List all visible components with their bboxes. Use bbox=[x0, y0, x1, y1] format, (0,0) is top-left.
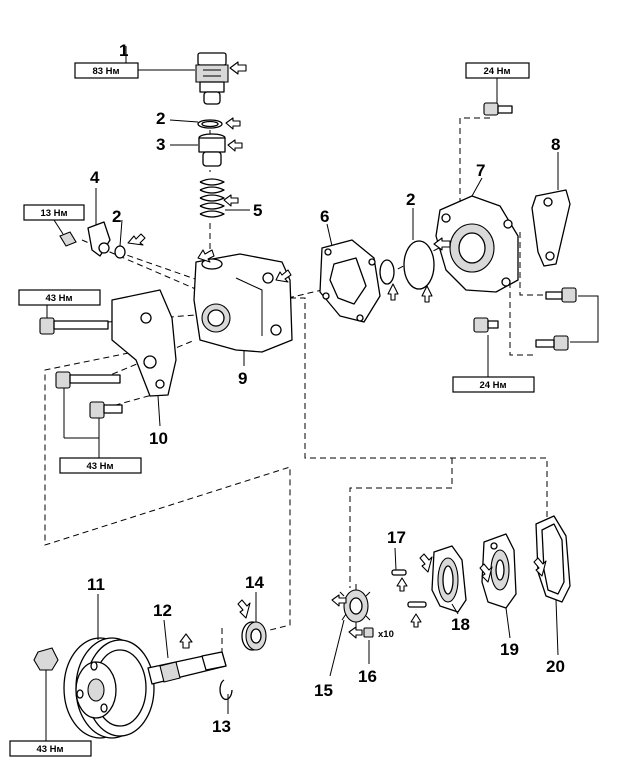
drive-shaft bbox=[147, 651, 227, 685]
flow-control-valve bbox=[198, 133, 226, 167]
callout-17: 17 bbox=[387, 528, 406, 547]
callout-2-fitting-ring: 2 bbox=[112, 207, 121, 226]
arrow-icon bbox=[419, 553, 433, 573]
snap-ring bbox=[219, 679, 233, 701]
callout-14: 14 bbox=[245, 573, 264, 592]
torque-label-valve: 83 Нм bbox=[92, 66, 119, 77]
callout-2-valve-ring: 2 bbox=[156, 109, 165, 128]
arrow-icon bbox=[225, 117, 241, 130]
body-gasket bbox=[319, 239, 381, 323]
arrow-icon bbox=[331, 594, 347, 607]
callout-leaders bbox=[95, 46, 559, 714]
torque-label-pulley-nut: 43 Нм bbox=[36, 744, 63, 755]
arrow-icon bbox=[229, 61, 247, 75]
pulley-nut bbox=[33, 647, 59, 671]
torque-box-housing-bolts: 24 Нм bbox=[452, 335, 535, 393]
arrow-icon bbox=[197, 249, 215, 263]
arrow-icon bbox=[237, 599, 251, 619]
callout-4: 4 bbox=[90, 168, 100, 187]
arrow-icon bbox=[421, 285, 433, 303]
cover-bolt-lower bbox=[535, 335, 569, 351]
long-bolt bbox=[39, 317, 109, 335]
cover-top-bolt bbox=[483, 102, 513, 116]
pump-body bbox=[193, 253, 293, 353]
pressure-fitting bbox=[59, 221, 111, 257]
vane bbox=[363, 627, 374, 638]
callout-8: 8 bbox=[551, 135, 560, 154]
callout-5: 5 bbox=[253, 201, 262, 220]
bolt-bracket-line bbox=[570, 295, 599, 343]
vane-quantity: x10 bbox=[378, 629, 394, 640]
arrow-icon bbox=[227, 139, 243, 152]
callout-10: 10 bbox=[149, 429, 168, 448]
cover-bolt-upper bbox=[545, 287, 577, 303]
bracket-bolt-short bbox=[89, 401, 123, 419]
arrow-icon bbox=[410, 613, 422, 628]
mounting-bracket bbox=[111, 289, 177, 397]
callout-13: 13 bbox=[212, 717, 231, 736]
o-ring-large bbox=[403, 240, 435, 290]
callout-18: 18 bbox=[451, 615, 470, 634]
arrow-icon bbox=[533, 557, 547, 577]
arrow-icon bbox=[387, 283, 399, 301]
pulley bbox=[63, 637, 155, 739]
arrow-icon bbox=[275, 269, 292, 283]
plate-gasket bbox=[535, 515, 571, 603]
arrow-icon bbox=[127, 233, 146, 246]
torque-box-pulley-nut: 43 Нм bbox=[9, 668, 92, 757]
callout-1: 1 bbox=[119, 41, 128, 60]
torque-label-housing-bolts: 24 Нм bbox=[479, 380, 506, 391]
callout-12: 12 bbox=[153, 601, 172, 620]
callout-9: 9 bbox=[238, 369, 247, 388]
arrow-icon bbox=[479, 563, 493, 583]
torque-label-top-bolt: 24 Нм bbox=[483, 66, 510, 77]
callout-7: 7 bbox=[476, 161, 485, 180]
callout-16: 16 bbox=[358, 667, 377, 686]
callout-15: 15 bbox=[314, 681, 333, 700]
o-ring-small bbox=[379, 259, 395, 285]
o-ring-fitting bbox=[114, 245, 126, 259]
torque-box-bracket-bolts: 43 Нм bbox=[59, 388, 142, 474]
rotor bbox=[339, 584, 371, 628]
callout-3: 3 bbox=[156, 135, 165, 154]
torque-box-long-bolt: 43 Нм bbox=[18, 289, 101, 318]
callout-6: 6 bbox=[320, 207, 329, 226]
torque-label-fitting: 13 Нм bbox=[40, 208, 67, 219]
pressure-plate bbox=[481, 533, 517, 609]
dowel-pin-upper bbox=[391, 569, 407, 576]
dowel-pin-lower bbox=[407, 601, 427, 608]
relief-valve-fitting bbox=[195, 52, 229, 105]
arrow-icon bbox=[348, 626, 363, 639]
arrow-icon bbox=[433, 237, 451, 251]
o-ring-valve bbox=[197, 119, 223, 129]
torque-box-fitting: 13 Нм bbox=[23, 204, 85, 235]
cover-bracket bbox=[531, 189, 571, 267]
cam-ring bbox=[431, 545, 467, 613]
pump-cover bbox=[435, 195, 519, 293]
bracket-bolt-long bbox=[55, 371, 121, 389]
torque-label-long-bolt: 43 Нм bbox=[45, 293, 72, 304]
callout-11: 11 bbox=[87, 575, 105, 594]
valve-spring bbox=[199, 178, 225, 218]
shaft-seal bbox=[241, 621, 267, 651]
torque-box-valve: 83 Нм bbox=[74, 62, 195, 79]
arrow-icon bbox=[223, 194, 239, 207]
callout-2-cover-rings: 2 bbox=[406, 190, 415, 209]
callout-19: 19 bbox=[500, 640, 519, 659]
torque-label-bracket-bolts: 43 Нм bbox=[86, 461, 113, 472]
arrow-icon bbox=[179, 633, 193, 649]
cover-bolt-side bbox=[473, 317, 499, 333]
torque-box-top-bolt: 24 Нм bbox=[465, 62, 530, 103]
callout-20: 20 bbox=[546, 657, 565, 676]
callout-numbers: 1 2 3 2 4 5 6 2 7 8 9 10 11 12 13 14 15 … bbox=[87, 41, 565, 736]
arrow-icon bbox=[396, 577, 408, 592]
